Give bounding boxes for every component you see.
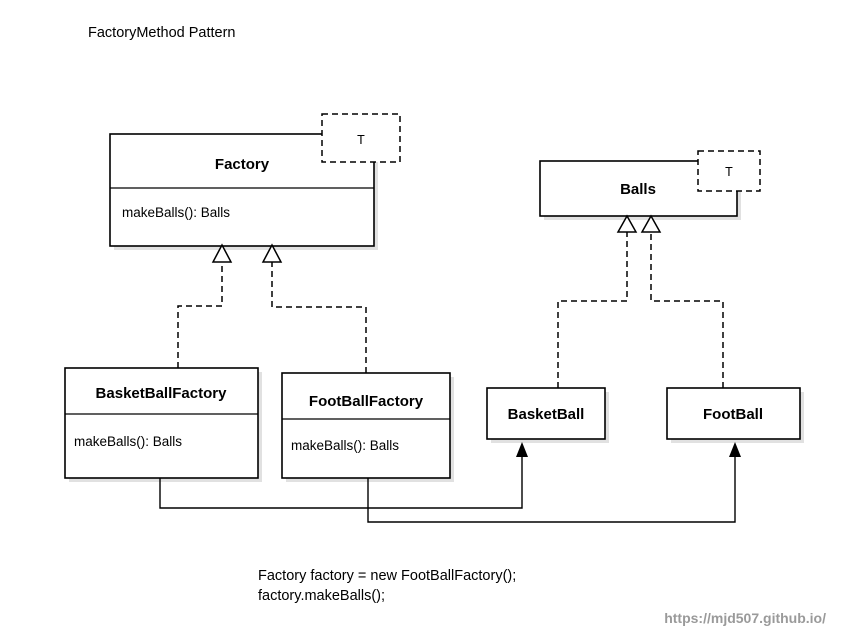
realization-line-football: [650, 232, 724, 388]
realization-line-footballfactory: [271, 262, 367, 373]
basketballfactory-method-0: makeBalls(): Balls: [74, 434, 182, 449]
relation-basketball-realizes-balls[interactable]: [557, 214, 638, 388]
class-box-football[interactable]: FootBall: [666, 387, 804, 443]
balls-class-name: Balls: [620, 181, 656, 198]
relation-basketballfactory-realizes-factory[interactable]: [177, 243, 233, 368]
hollow-triangle-arrowhead-footballfactory: [261, 243, 283, 263]
factory-class-name: Factory: [215, 156, 270, 173]
football-class-name: FootBall: [703, 406, 763, 423]
template-param-box-balls: T: [697, 150, 761, 192]
template-param-box-factory: T: [321, 113, 401, 163]
balls-template-param-label: T: [725, 165, 733, 179]
relation-basketballfactory-creates-basketball[interactable]: [159, 442, 528, 509]
caption-line-1: factory.makeBalls();: [258, 588, 385, 604]
basketballfactory-box-outline: [64, 367, 259, 479]
footballfactory-method-0: makeBalls(): Balls: [291, 438, 399, 453]
relation-footballfactory-creates-football[interactable]: [367, 442, 741, 523]
page-title: FactoryMethod Pattern: [88, 25, 236, 41]
class-box-footballfactory[interactable]: FootBallFactory makeBalls(): Balls: [281, 372, 454, 482]
solid-arrowhead-football: [729, 442, 741, 457]
balls-template-box-outline: [697, 150, 761, 192]
relation-footballfactory-realizes-factory[interactable]: [261, 243, 367, 373]
factory-template-box-outline: [321, 113, 401, 163]
hollow-triangle-arrowhead-basketballfactory: [211, 243, 233, 263]
footballfactory-class-name: FootBallFactory: [309, 393, 424, 410]
class-box-basketballfactory[interactable]: BasketBallFactory makeBalls(): Balls: [64, 367, 262, 482]
realization-line-basketballfactory: [177, 262, 223, 368]
factory-method-0: makeBalls(): Balls: [122, 205, 230, 220]
factory-template-param-label: T: [357, 133, 365, 147]
watermark-label: https://mjd507.github.io/: [664, 610, 826, 626]
basketball-box-outline: [486, 387, 606, 440]
association-line-basketball: [159, 456, 523, 509]
association-line-football: [367, 456, 736, 523]
realization-line-basketball: [557, 232, 628, 388]
football-box-outline: [666, 387, 801, 440]
footballfactory-box-outline: [281, 372, 451, 479]
hollow-triangle-arrowhead-football: [640, 214, 662, 233]
basketball-class-name: BasketBall: [508, 406, 585, 423]
hollow-triangle-arrowhead-basketball: [616, 214, 638, 233]
class-box-basketball[interactable]: BasketBall: [486, 387, 609, 443]
solid-arrowhead-basketball: [516, 442, 528, 457]
relation-football-realizes-balls[interactable]: [640, 214, 724, 388]
basketballfactory-class-name: BasketBallFactory: [96, 385, 228, 402]
caption-line-0: Factory factory = new FootBallFactory();: [258, 568, 516, 584]
